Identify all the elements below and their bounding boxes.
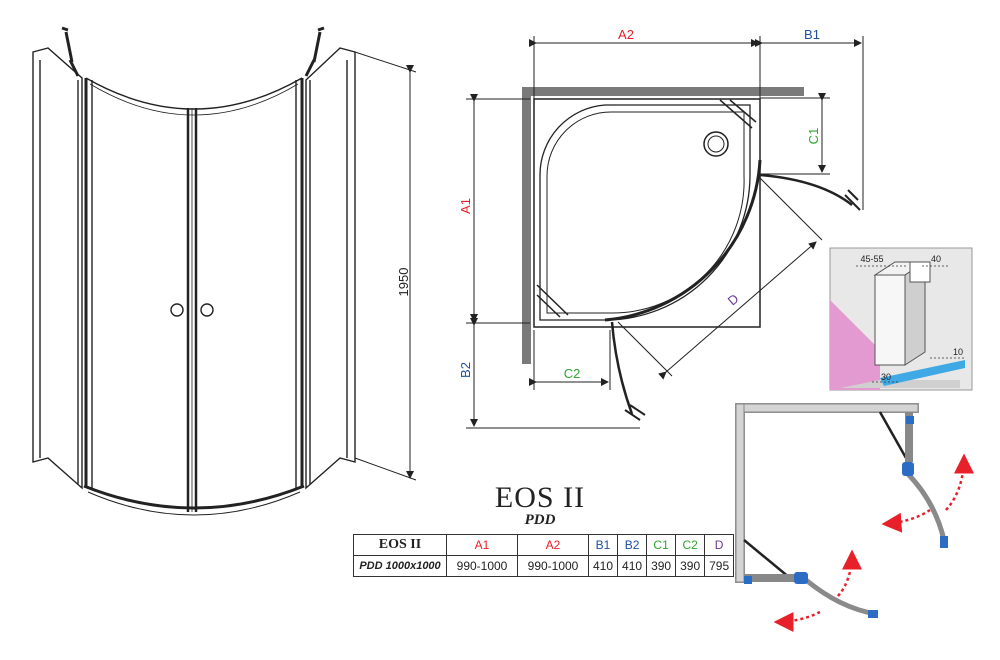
table-cell-d: 795 (704, 555, 735, 577)
dim-b2: B2 (458, 362, 473, 378)
dim-c1: C1 (806, 128, 821, 145)
model-title: EOS II (494, 481, 586, 514)
open-arrow-right-left (881, 508, 931, 533)
fitting-top (902, 462, 914, 476)
dim-b1: B1 (804, 27, 820, 42)
detail-width-b: 40 (931, 254, 941, 264)
table-header-d: D (704, 534, 735, 556)
door-swing-bottom (610, 321, 634, 415)
table-header-c2: C2 (675, 534, 706, 556)
table-cell-a1: 990-1000 (446, 555, 518, 577)
table-header-a1: A1 (446, 534, 518, 556)
table-cell-a2: 990-1000 (517, 555, 589, 577)
table-cell-model: PDD 1000x1000 (353, 555, 447, 577)
left-side-panel (32, 47, 83, 490)
enclosure-front-view (32, 26, 356, 516)
table-header-a2: A2 (517, 534, 589, 556)
table-header-c1: C1 (646, 534, 677, 556)
table-header-b1: B1 (587, 534, 619, 556)
table-cell-b1: 410 (587, 555, 619, 577)
dimensions-table: EOS II A1 A2 B1 B2 C1 C2 D PDD 1000x1000… (353, 534, 735, 577)
detail-width-a: 45-55 (860, 254, 883, 264)
table-cell-c1: 390 (646, 555, 677, 577)
dim-d: D (725, 291, 742, 308)
enclosure-curve (604, 159, 762, 322)
side-wall (522, 87, 531, 364)
right-side-panel (305, 47, 356, 490)
table-cell-c2: 390 (675, 555, 706, 577)
table-header-row: EOS II A1 A2 B1 B2 C1 C2 D (353, 534, 735, 556)
height-dimension (354, 51, 417, 481)
table-cell-b2: 410 (617, 555, 648, 577)
table-row: PDD 1000x1000 990-1000 990-1000 410 410 … (353, 555, 735, 577)
detail-depth: 30 (881, 372, 891, 382)
door-swing-right (759, 173, 853, 206)
open-arrow-bottom-up (837, 549, 862, 597)
open-arrow-bottom-left (773, 610, 821, 632)
detail-gap: 10 (953, 347, 963, 357)
dim-a1: A1 (458, 198, 473, 214)
open-arrow-right-up (945, 453, 974, 511)
dim-c2: C2 (564, 366, 581, 381)
dim-a2: A2 (618, 27, 634, 42)
door-opening-schematic (735, 403, 974, 632)
height-label: 1950 (396, 268, 411, 297)
fitting-left (794, 572, 808, 584)
plan-view (466, 36, 864, 429)
table-header-b2: B2 (617, 534, 648, 556)
profile-detail-inset (829, 247, 973, 391)
model-subtitle: PDD (524, 512, 556, 528)
product-title-block: EOS II PDD (440, 481, 640, 529)
right-door-handle (200, 303, 214, 317)
table-header-model: EOS II (353, 534, 447, 556)
back-wall (522, 87, 804, 96)
left-door-handle (170, 303, 184, 317)
